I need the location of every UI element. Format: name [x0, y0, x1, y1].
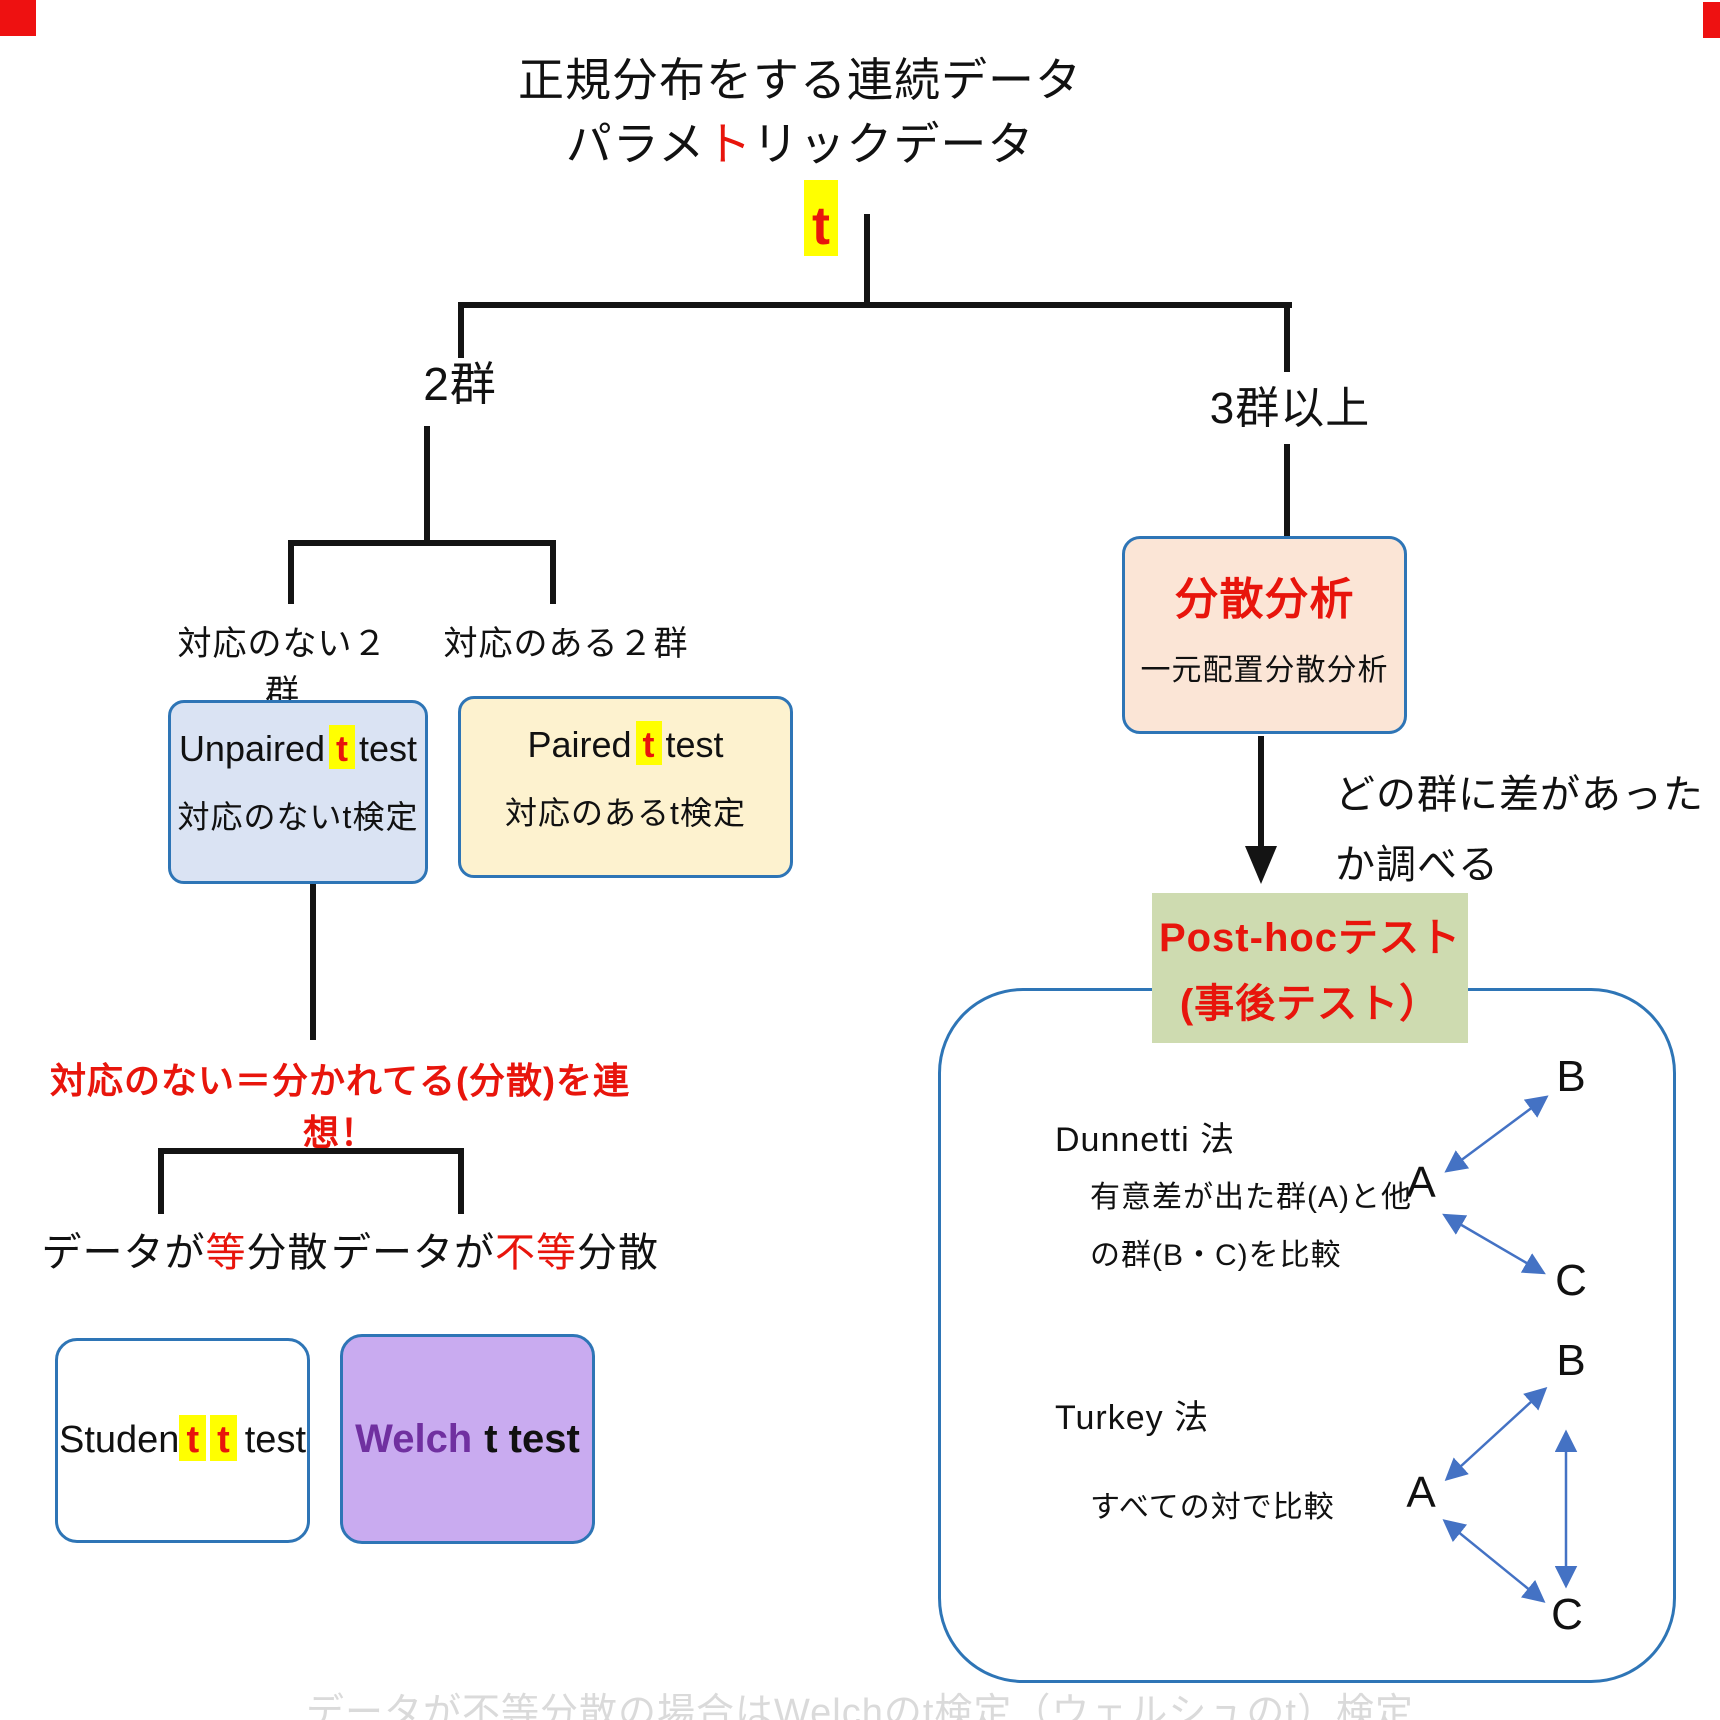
subtree-left-drop: [288, 540, 294, 604]
posthoc-line2: (事後テスト）: [1179, 982, 1441, 1026]
bracket-hline: [158, 1148, 464, 1154]
unequal-red: 不等: [495, 1231, 577, 1275]
student-t1: t: [179, 1415, 207, 1461]
highlighted-t-marker: t: [804, 180, 838, 256]
anova-subtitle: 一元配置分散分析: [1140, 654, 1389, 687]
label-paired-group: 対応のある２群: [443, 625, 689, 663]
arrow-note-line1: どの群に差があった: [1335, 773, 1704, 817]
bracket-left-drop: [158, 1148, 164, 1214]
tree-left-drop: [458, 302, 464, 358]
unpaired-en-pre: Unpaired: [178, 728, 326, 769]
bracket-right-drop: [458, 1148, 464, 1214]
red-corner-marker-left: [0, 0, 36, 36]
tree-right-drop: [1284, 302, 1290, 372]
posthoc-arrow-line: [1258, 736, 1264, 848]
dunnett-node-a: A: [1406, 1158, 1436, 1207]
paired-en-t: t: [635, 721, 662, 765]
tukey-node-a: A: [1406, 1468, 1436, 1517]
tukey-method-name: Turkey 法: [1055, 1399, 1210, 1437]
welch-name: Welch: [355, 1417, 473, 1461]
variance-hint-text: 対応のない＝分かれてる(分散)を連想！: [50, 1060, 630, 1153]
equal-post: 分散: [246, 1231, 329, 1275]
dunnett-node-b: B: [1556, 1052, 1586, 1101]
branch-label-2groups: 2群: [423, 358, 497, 410]
anova-box: 分散分析 一元配置分散分析: [1122, 536, 1407, 734]
equal-pre: データが: [41, 1231, 206, 1275]
subtree-right-drop: [550, 540, 556, 604]
title-line1: 正規分布をする連続データ: [518, 54, 1082, 106]
tukey-node-b: B: [1556, 1336, 1586, 1385]
anova-title: 分散分析: [1174, 575, 1355, 624]
paired-ttest-jp: 対応のあるt検定: [505, 795, 746, 831]
welch-rest: t test: [484, 1417, 580, 1461]
unequal-pre: データが: [331, 1231, 495, 1275]
subtree-hline: [288, 540, 556, 546]
dunnett-desc-line1: 有意差が出た群(A)と他: [1090, 1181, 1412, 1214]
label-equal-variance: データが等分散: [25, 1220, 345, 1278]
branch-label-3plus-groups: 3群以上: [1209, 384, 1371, 433]
student-post: test: [244, 1419, 306, 1461]
posthoc-arrow-head: [1245, 846, 1277, 884]
tukey-node-c: C: [1551, 1590, 1583, 1639]
posthoc-line1: Post-hocテスト: [1158, 916, 1462, 960]
posthoc-panel: [938, 988, 1676, 1683]
tree-root-vline: [864, 214, 870, 306]
anova-connector-line: [1284, 444, 1290, 538]
dunnett-method-name: Dunnetti 法: [1055, 1121, 1236, 1159]
paired-en-pre: Paired: [527, 724, 632, 765]
unpaired-down-line: [310, 884, 316, 1040]
posthoc-header-box: Post-hocテスト (事後テスト）: [1152, 893, 1468, 1043]
unpaired-en-t: t: [329, 725, 356, 769]
equal-red: 等: [205, 1231, 247, 1275]
unpaired-en-post: test: [359, 728, 418, 769]
tukey-desc: すべての対で比較: [1090, 1491, 1335, 1524]
title-line2-pre: パラメ: [565, 118, 706, 170]
red-corner-marker-right: [1703, 2, 1720, 38]
title-line2: パラメトリックデータ: [300, 108, 1300, 174]
dunnett-desc-line2: の群(B・C)を比較: [1090, 1239, 1342, 1272]
footer-cutoff-caption: データが不等分散の場合はWelchのt検定（ウェルシュのt）検定: [305, 1692, 1414, 1720]
subtree-vline: [424, 426, 430, 544]
dunnett-node-c: C: [1555, 1256, 1587, 1305]
paired-en-post: test: [665, 724, 724, 765]
title-line2-highlight-char: ト: [705, 118, 753, 170]
unequal-post: 分散: [577, 1231, 659, 1275]
label-unequal-variance: データが不等分散: [330, 1220, 660, 1278]
student-t2: t: [210, 1415, 237, 1461]
tree-top-hline: [458, 302, 1292, 308]
title-line2-post: リックデータ: [752, 118, 1035, 170]
student-pre: Studen: [58, 1419, 180, 1461]
arrow-note-line2: か調べる: [1335, 843, 1499, 887]
unpaired-ttest-jp: 対応のないt検定: [177, 799, 419, 835]
